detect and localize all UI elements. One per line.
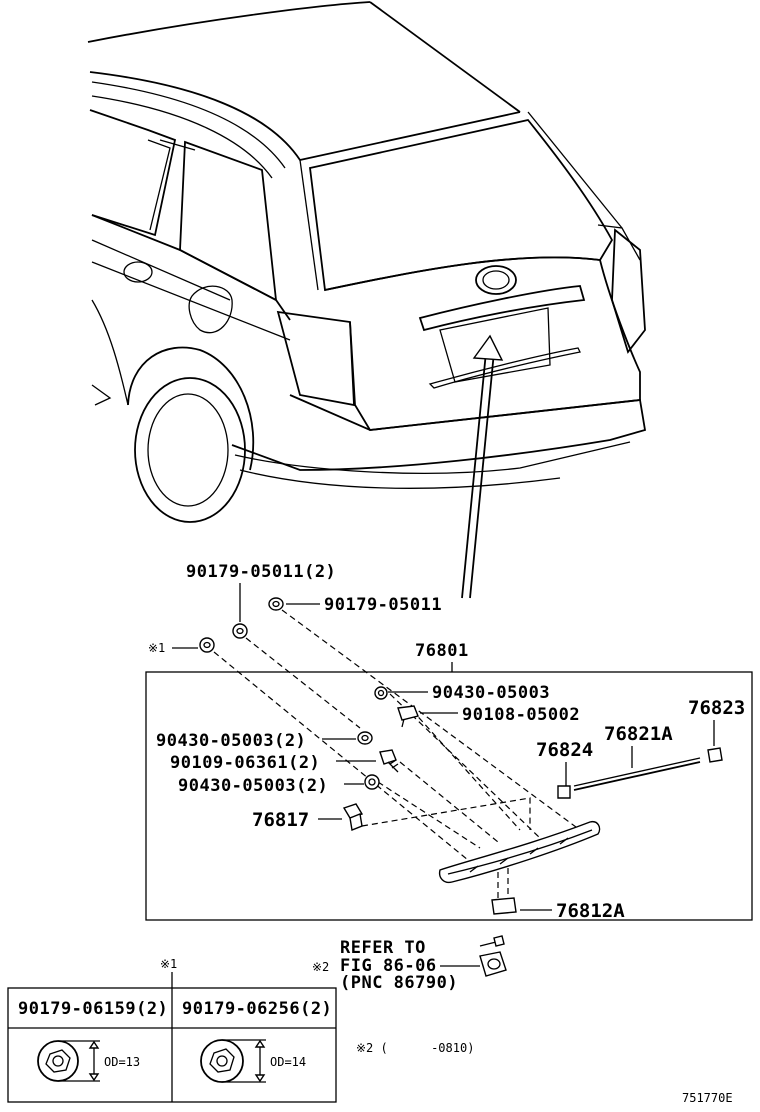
vehicle-rear-illustration (87, 1, 647, 523)
refer-note-line1: REFER TO (340, 938, 426, 958)
cap-76824 (557, 785, 571, 799)
nut-90179-05011 (268, 597, 284, 611)
seal-76821A (573, 757, 701, 791)
legend-marker: ※1 (160, 957, 177, 971)
nut-90179-05011-2 (232, 623, 248, 639)
label-76823: 76823 (688, 697, 745, 719)
legend-part-2: 90179-06256(2) (182, 999, 332, 1019)
license-lamp-socket (479, 935, 507, 977)
label-76821A: 76821A (604, 723, 673, 745)
screw-90109-06361 (379, 749, 399, 773)
nut-90430-05003 (374, 686, 388, 700)
legend-table (7, 987, 337, 1103)
label-90108-05002: 90108-05002 (462, 705, 580, 725)
cap-76823 (707, 747, 723, 763)
label-76817: 76817 (252, 809, 309, 831)
figure-code: 751770E (682, 1091, 733, 1105)
nut-note1 (199, 637, 215, 653)
assembly-76801-box (145, 671, 753, 921)
label-76812A: 76812A (556, 900, 625, 922)
label-90179-05011: 90179-05011 (324, 595, 442, 615)
label-76824: 76824 (536, 739, 593, 761)
mount-position-arrow (461, 334, 504, 599)
refer-note-line3: (PNC 86790) (340, 973, 458, 993)
od14-label: OD=14 (270, 1055, 306, 1069)
note2-marker: ※2 (312, 960, 329, 974)
nut-od13 (37, 1040, 100, 1082)
label-90430-05003-2b: 90430-05003(2) (178, 776, 328, 796)
nut-90430-05003-2b (364, 774, 380, 790)
note1-marker: ※1 (148, 641, 165, 655)
nut-90430-05003-2a (357, 731, 373, 745)
label-90109-06361-2: 90109-06361(2) (170, 753, 320, 773)
label-90430-05003: 90430-05003 (432, 683, 550, 703)
label-76801: 76801 (415, 641, 469, 661)
legend-part-1: 90179-06159(2) (18, 999, 168, 1019)
label-90430-05003-2a: 90430-05003(2) (156, 731, 306, 751)
label-90179-05011-2: 90179-05011(2) (186, 562, 336, 582)
bracket-76812A (491, 897, 517, 915)
screw-90108-05002 (397, 705, 419, 728)
od13-label: OD=13 (104, 1055, 140, 1069)
nut-od14 (200, 1039, 266, 1083)
garnish-light-bar (438, 820, 601, 884)
note2-text: ※2 ( -0810) (356, 1041, 474, 1055)
refer-note-line2: FIG 86-06 (340, 956, 437, 976)
clip-76817 (342, 803, 364, 831)
